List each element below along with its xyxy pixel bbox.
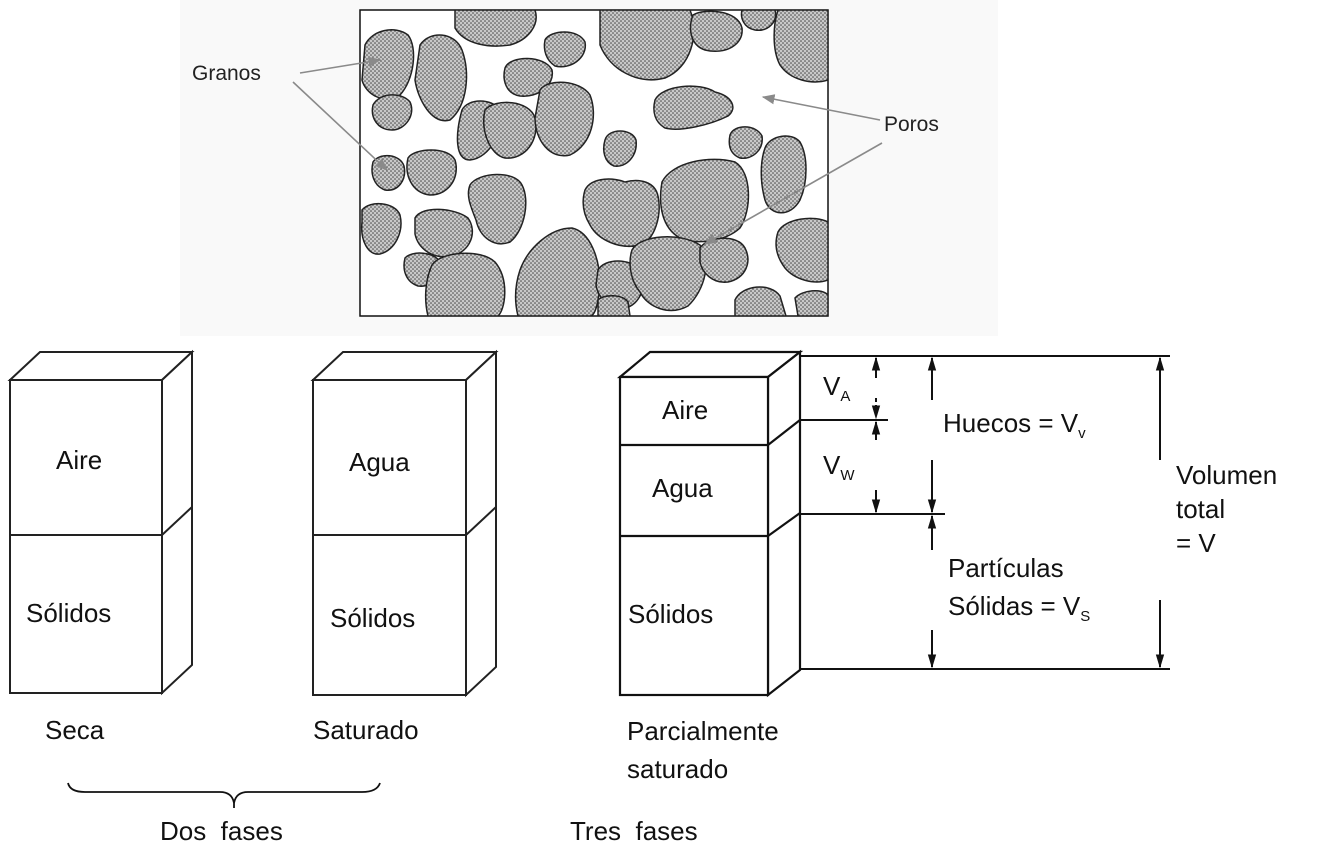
micrograph-pointers [292,56,883,245]
parcial-caption-line2: saturado [627,754,729,784]
saturado-caption: Saturado [313,715,419,745]
solidas-label: Sólidas = VS [948,591,1091,625]
column-seca [7,349,195,696]
tres-fases-label: Tres fases [570,816,698,846]
total-label: total [1176,494,1226,524]
seca-caption: Seca [45,715,105,745]
vw-label: VW [823,450,855,484]
parcial-aire-label: Aire [662,395,709,425]
dimension-lines [800,355,1170,670]
dos-fases-brace [67,782,381,804]
granos-label: Granos [192,62,261,85]
grains [360,10,828,316]
parcial-solidos-label: Sólidos [628,599,714,629]
equals-v-label: = V [1176,528,1216,558]
parcial-caption-line1: Parcialmente [627,716,779,746]
huecos-label: Huecos = Vv [943,408,1086,442]
poros-label: Poros [884,113,939,136]
saturado-solidos-label: Sólidos [330,603,416,633]
saturado-agua-label: Agua [349,447,410,477]
soil-micrograph [359,9,829,317]
va-label: VA [823,371,851,405]
dos-fases-label: Dos fases [160,816,283,846]
particulas-label: Partículas [948,553,1064,583]
column-saturado [310,349,499,698]
seca-solidos-label: Sólidos [26,598,112,628]
column-parcialmente-saturado [616,349,804,698]
volumen-label: Volumen [1176,460,1278,490]
seca-aire-label: Aire [56,445,103,475]
parcial-agua-label: Agua [652,473,713,503]
